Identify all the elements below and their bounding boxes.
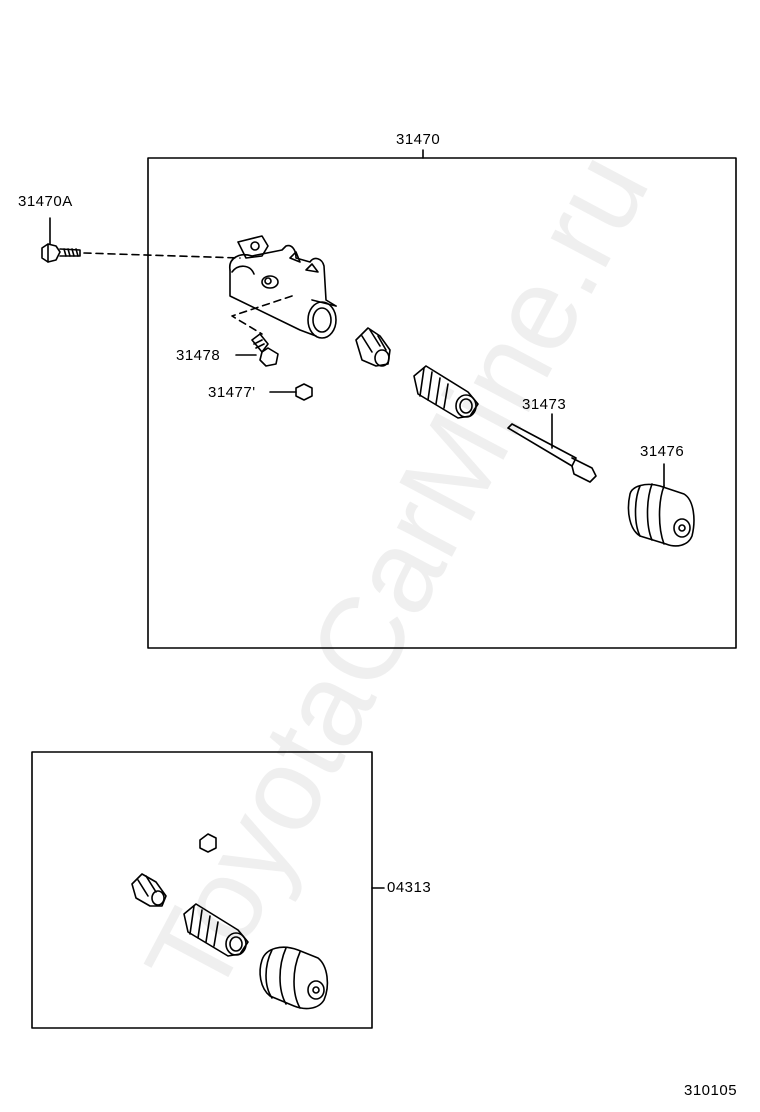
kit-piston-icon <box>183 903 249 957</box>
bolt-icon <box>41 217 81 263</box>
label-assembly: 31470 <box>396 131 441 148</box>
label-bleeder-plug: 31478 <box>176 347 221 364</box>
assembly-frame <box>147 157 737 649</box>
label-boot: 31476 <box>640 443 685 460</box>
bleeder-cap-icon <box>269 383 313 401</box>
push-rod-icon <box>507 413 597 483</box>
kit-frame <box>31 751 373 1029</box>
kit-bleeder-cap-icon <box>199 833 217 853</box>
diagram-id: 310105 <box>684 1082 738 1099</box>
cylinder-body-icon <box>229 235 337 339</box>
piston-icon <box>413 365 479 419</box>
label-push-rod: 31473 <box>522 396 567 413</box>
seal-boot-icon <box>355 327 391 367</box>
bleeder-plug-icon <box>235 333 279 367</box>
bolt-dashed-leader <box>83 252 241 259</box>
boot-icon <box>627 463 695 547</box>
kit-boot-icon <box>259 946 329 1010</box>
bleeder-dashed-leader <box>231 295 293 335</box>
label-bleeder-cap: 31477' <box>208 384 256 401</box>
kit-seal-boot-icon <box>131 873 167 907</box>
label-kit: 04313 <box>387 879 432 896</box>
label-bolt: 31470A <box>18 193 73 210</box>
